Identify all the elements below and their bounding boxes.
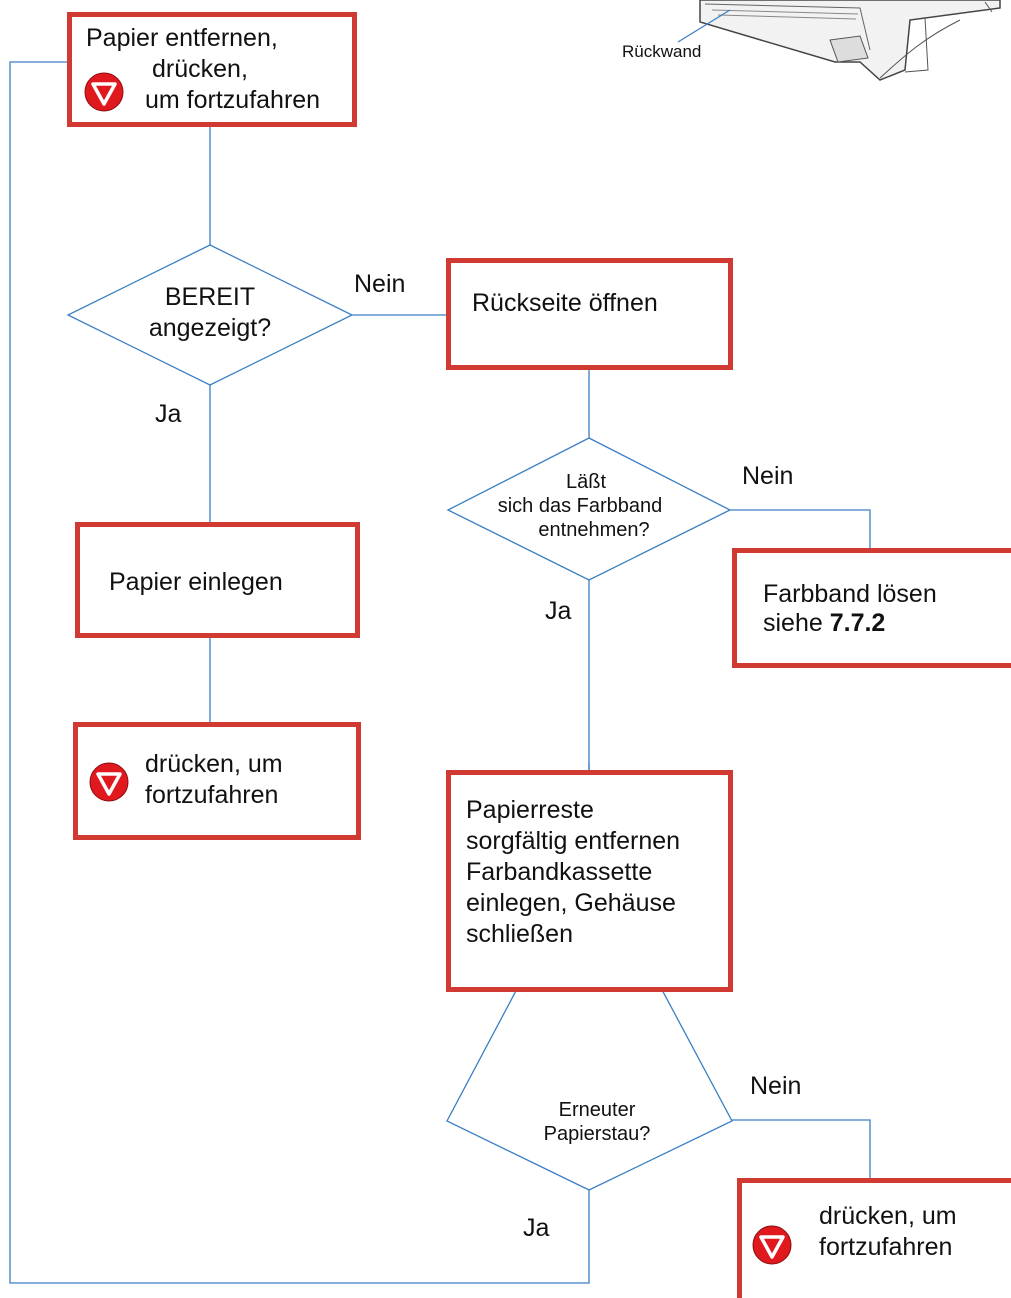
remove-scraps-line4: einlegen, Gehäuse xyxy=(466,889,676,917)
jam-yes-label: Ja xyxy=(523,1214,550,1242)
printer-illustration xyxy=(699,0,1001,81)
decision-ready-text: BEREIT angezeigt? xyxy=(110,282,310,344)
decision-ribbon-line2: sich das Farbband xyxy=(497,495,663,517)
decision-ribbon-line3: entnehmen? xyxy=(538,519,650,541)
red-triangle-down-button-icon xyxy=(84,72,124,112)
release-ribbon-ref: 7.7.2 xyxy=(829,609,886,637)
jam-no-label: Nein xyxy=(750,1072,802,1100)
remove-scraps-line5: schließen xyxy=(466,920,573,948)
insert-paper-box: Papier einlegen xyxy=(75,522,360,638)
ribbon-no-label: Nein xyxy=(742,462,794,490)
decision-ready-line2: angezeigt? xyxy=(148,314,272,342)
connectors xyxy=(9,61,871,1284)
remove-paper-line3: um fortzufahren xyxy=(145,86,321,114)
red-triangle-down-button-icon xyxy=(752,1225,792,1265)
release-ribbon-line1: Farbband lösen xyxy=(763,580,937,608)
press-continue-1-line2: fortzufahren xyxy=(145,781,279,809)
open-back-text: Rückseite öffnen xyxy=(472,289,658,317)
decision-jam-again-line2: Papierstau? xyxy=(543,1123,651,1145)
ready-no-label: Nein xyxy=(354,270,406,298)
decision-ready-line1: BEREIT xyxy=(164,283,256,311)
release-ribbon-see: siehe xyxy=(763,609,830,637)
red-triangle-down-button-icon xyxy=(89,762,129,802)
press-continue-2-line1: drücken, um xyxy=(819,1202,957,1230)
decision-ribbon-diamond xyxy=(446,437,732,581)
decision-ribbon-text: Läßt sich das Farbband entnehmen? xyxy=(470,470,710,542)
caption-leader-line xyxy=(677,9,731,43)
ready-yes-label: Ja xyxy=(155,400,182,428)
remove-scraps-line3: Farbandkassette xyxy=(466,858,653,886)
press-continue-box-1: drücken, um fortzufahren xyxy=(73,722,361,840)
decision-ribbon-line1: Läßt xyxy=(565,471,607,493)
release-ribbon-box: Farbband lösen siehe 7.7.2 xyxy=(732,548,1011,668)
decision-jam-again-diamond xyxy=(446,851,733,1191)
remove-paper-box: Papier entfernen, drücken, um fortzufahr… xyxy=(67,12,357,127)
release-ribbon-line2: siehe 7.7.2 xyxy=(763,608,885,639)
remove-paper-line2: drücken, xyxy=(152,55,248,83)
insert-paper-text: Papier einlegen xyxy=(109,568,283,596)
remove-paper-line1: Papier entfernen, xyxy=(86,24,278,52)
decision-jam-again-line1: Erneuter xyxy=(558,1099,636,1121)
decision-jam-again-text: Erneuter Papierstau? xyxy=(497,1098,697,1146)
press-continue-1-line1: drücken, um xyxy=(145,750,283,778)
remove-scraps-line1: Papierreste xyxy=(466,796,594,824)
press-continue-2-line2: fortzufahren xyxy=(819,1233,953,1261)
ribbon-yes-label: Ja xyxy=(545,597,572,625)
remove-scraps-line2: sorgfältig entfernen xyxy=(466,827,681,855)
rear-panel-caption: Rückwand xyxy=(622,42,702,61)
press-continue-box-2: drücken, um fortzufahren xyxy=(737,1178,1011,1298)
open-back-box: Rückseite öffnen xyxy=(446,258,733,370)
remove-scraps-box: Papierreste sorgfältig entfernen Farband… xyxy=(446,770,733,992)
decision-ready-diamond xyxy=(66,244,354,386)
